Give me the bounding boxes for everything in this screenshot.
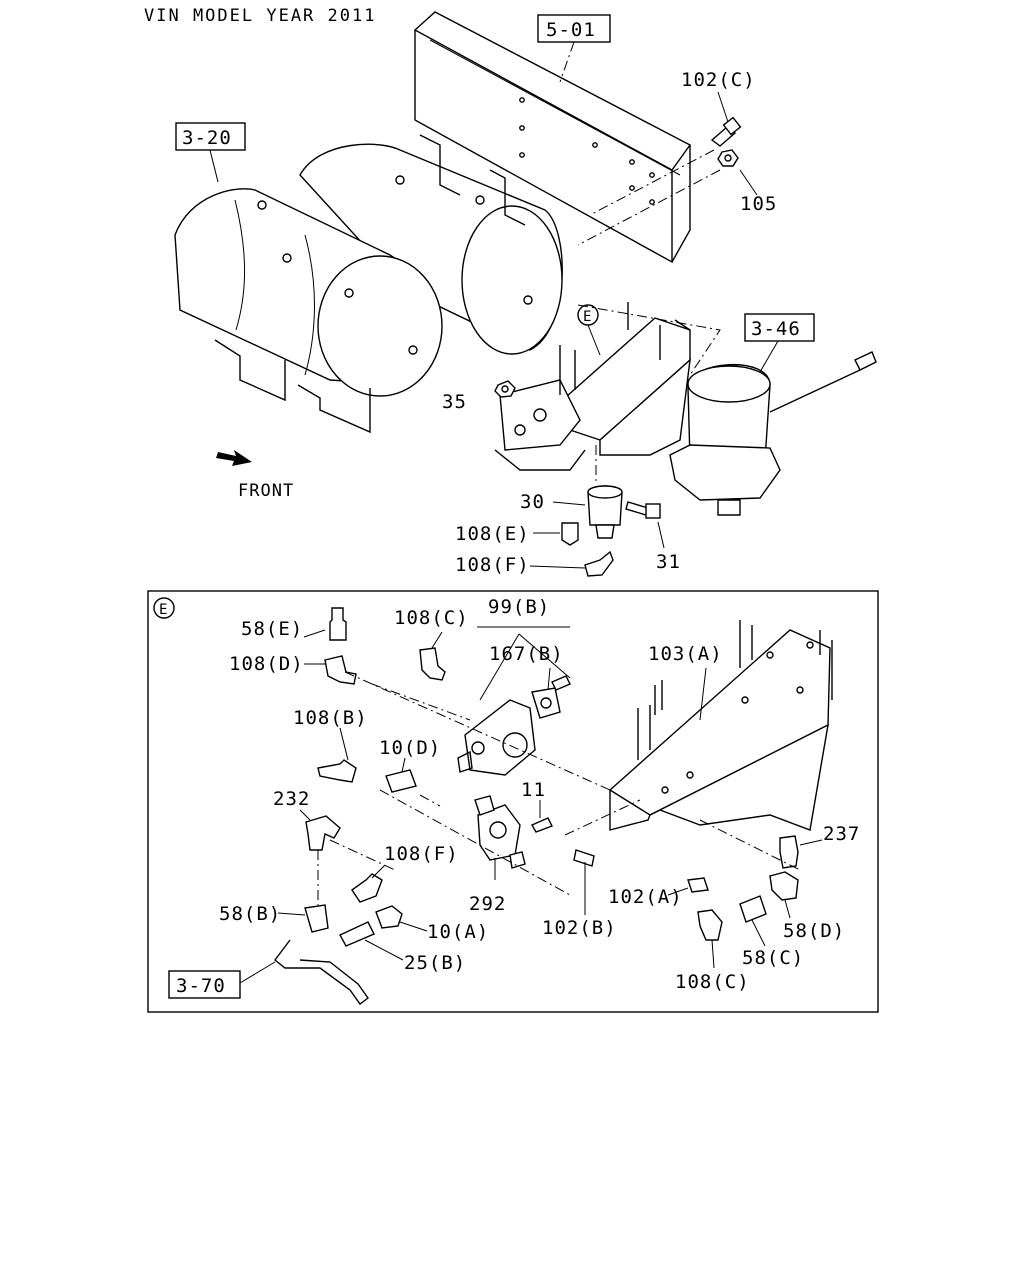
- label-108c-upper: 108(C): [394, 607, 469, 629]
- label-30: 30: [520, 491, 545, 513]
- label-108e: 108(E): [455, 523, 530, 545]
- label-108f-lower: 108(F): [384, 843, 459, 865]
- fitting-58c-icon: [739, 895, 767, 923]
- front-label: FRONT: [238, 481, 294, 501]
- label-58c: 58(C): [742, 947, 804, 969]
- callout-e-top-label: E: [583, 309, 592, 325]
- valve-30-icon: [587, 485, 623, 539]
- ref-box-5-01[interactable]: 5-01: [537, 14, 611, 43]
- bolt-31-icon: [625, 501, 661, 519]
- ref-box-3-20[interactable]: 3-20: [175, 122, 246, 151]
- detail-e-frame: [147, 590, 879, 1013]
- label-102b: 102(B): [542, 917, 617, 939]
- fitting-108f-lower-icon: [351, 873, 383, 903]
- bolt-102a-icon: [687, 877, 709, 893]
- fitting-99b-bolt-icon: [551, 675, 571, 691]
- fitting-108b-icon: [317, 759, 357, 783]
- label-99b: 99(B): [488, 596, 550, 618]
- fitting-58d-icon: [769, 871, 799, 901]
- model-year-header: VIN MODEL YEAR 2011: [144, 6, 376, 26]
- bolt-11-icon: [531, 817, 553, 833]
- fitting-10d-icon: [385, 769, 417, 793]
- callout-e-marker-top: [577, 304, 599, 326]
- label-11: 11: [521, 779, 546, 801]
- nut-105-icon: [717, 149, 739, 167]
- label-58d: 58(D): [783, 920, 845, 942]
- ref-3-70-label: 3-70: [176, 975, 226, 997]
- label-237: 237: [823, 823, 860, 845]
- ref-5-01-label: 5-01: [546, 19, 596, 41]
- solenoid-292-icon: [474, 795, 526, 869]
- label-108b: 108(B): [293, 707, 368, 729]
- label-35: 35: [442, 391, 467, 413]
- label-25b: 25(B): [404, 952, 466, 974]
- bracket-103a-detail: [608, 620, 833, 831]
- fitting-108d-icon: [324, 655, 357, 685]
- label-58b: 58(B): [219, 903, 281, 925]
- valve-99b-detail: [457, 699, 536, 776]
- cover-167b-icon: [531, 687, 561, 719]
- fitting-58e-icon: [329, 607, 347, 641]
- tank-mounting-brackets: [214, 134, 526, 434]
- label-102a: 102(A): [608, 886, 683, 908]
- label-58e: 58(E): [241, 618, 303, 640]
- label-105: 105: [740, 193, 777, 215]
- fitting-108f-top-icon: [584, 550, 614, 577]
- bolt-102c-top-icon: [710, 116, 742, 147]
- front-direction-arrow-icon: [216, 450, 252, 466]
- valve-bracket-assembly: [494, 302, 691, 471]
- label-108f-top: 108(F): [455, 554, 530, 576]
- detail-e-label: E: [159, 602, 168, 618]
- label-108d: 108(D): [229, 653, 304, 675]
- label-102c-top: 102(C): [681, 69, 756, 91]
- detail-e-marker: [153, 597, 175, 619]
- label-10d: 10(D): [379, 737, 441, 759]
- fitting-108c-upper-icon: [419, 647, 446, 681]
- label-167b: 167(B): [489, 643, 564, 665]
- air-dryer: [669, 351, 877, 516]
- ref-3-46-label: 3-46: [751, 318, 801, 340]
- bolt-102b-icon: [573, 849, 595, 867]
- fitting-108c-lower-icon: [697, 909, 723, 941]
- ref-box-3-70[interactable]: 3-70: [168, 970, 241, 999]
- label-108c-lower: 108(C): [675, 971, 750, 993]
- air-tank-front: [174, 188, 443, 397]
- air-tank-rear: [299, 143, 563, 355]
- nut-35-icon: [494, 380, 516, 398]
- label-232: 232: [273, 788, 310, 810]
- fitting-108e-top-icon: [561, 522, 579, 546]
- frame-rail: [413, 11, 692, 264]
- switch-25b-icon: [339, 921, 375, 947]
- part-232-icon: [305, 815, 341, 851]
- label-31: 31: [656, 551, 681, 573]
- fitting-10a-icon: [375, 905, 403, 929]
- label-10a: 10(A): [427, 921, 489, 943]
- tee-58b-icon: [304, 904, 329, 933]
- label-103a: 103(A): [648, 643, 723, 665]
- ref-box-3-46[interactable]: 3-46: [744, 313, 815, 342]
- air-line-tube: [274, 939, 369, 1005]
- ref-3-20-label: 3-20: [182, 127, 232, 149]
- fitting-237-icon: [779, 835, 799, 869]
- label-292: 292: [469, 893, 506, 915]
